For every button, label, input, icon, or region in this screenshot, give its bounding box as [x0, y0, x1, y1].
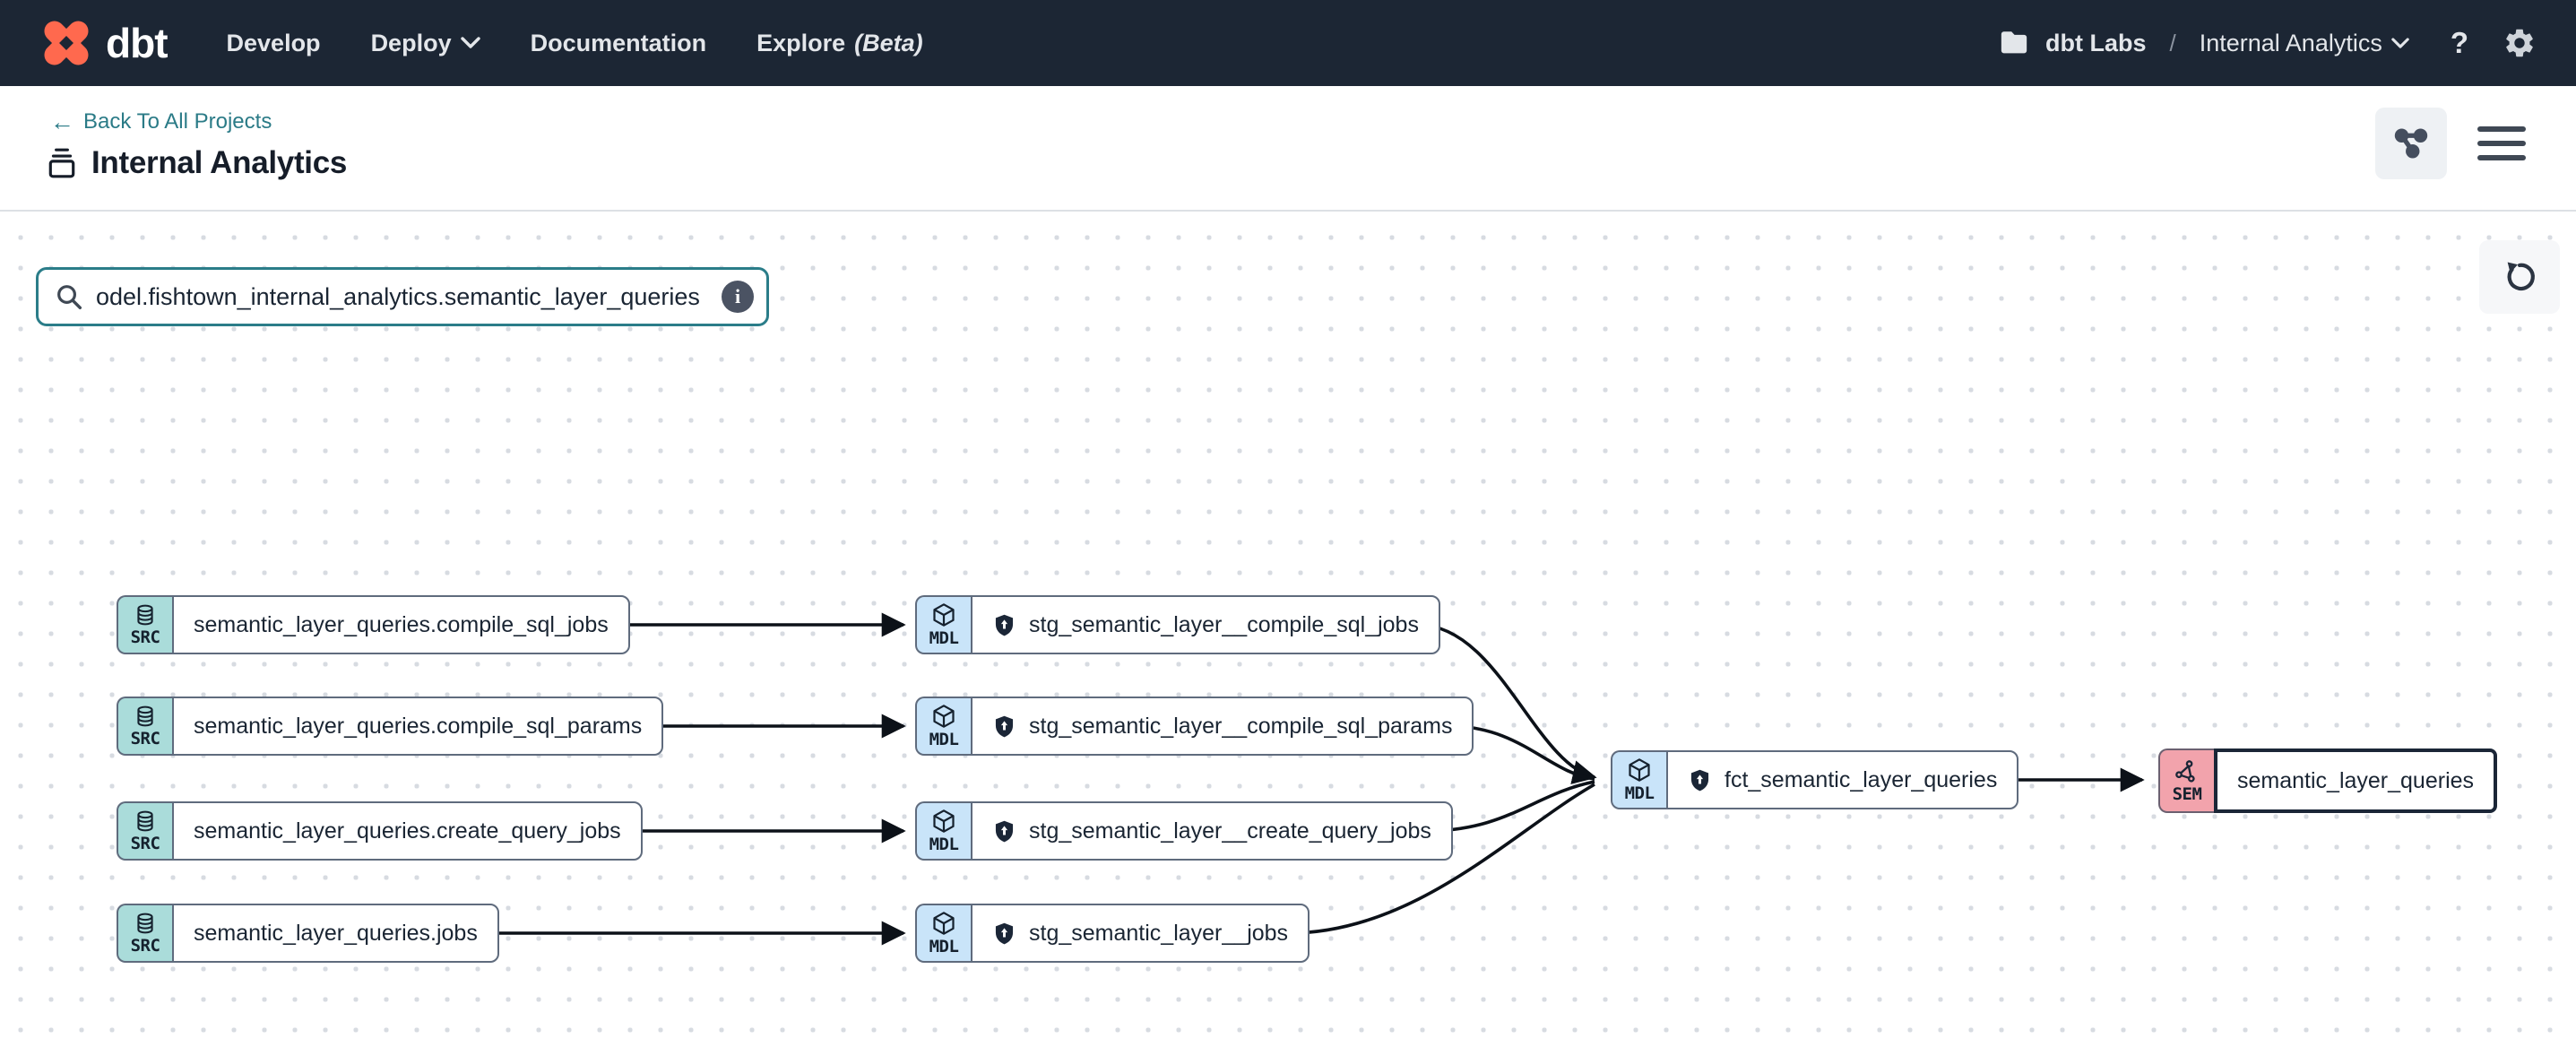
title-row: Internal Analytics [47, 145, 347, 181]
chevron-down-icon [460, 37, 480, 48]
node-body: semantic_layer_queries [2214, 748, 2498, 813]
back-arrow-icon: ← [50, 108, 74, 135]
nav-item-deploy[interactable]: Deploy [371, 30, 480, 57]
nav-item-documentation[interactable]: Documentation [530, 29, 707, 56]
chevron-down-icon [2391, 37, 2409, 48]
node-body: semantic_layer_queries.jobs [172, 904, 499, 963]
nav-item-explore[interactable]: Explore (Beta) [756, 29, 923, 56]
lineage-icon [2394, 128, 2428, 159]
node-source-compile-sql-params[interactable]: SRC semantic_layer_queries.compile_sql_p… [117, 697, 664, 756]
graph-search-box[interactable]: odel.fishtown_internal_analytics.semanti… [36, 267, 769, 326]
top-navbar: dbt Develop Deploy Documentation Explore… [0, 0, 2576, 86]
node-body: semantic_layer_queries.create_query_jobs [172, 801, 643, 861]
database-icon [137, 705, 153, 726]
node-body: semantic_layer_queries.compile_sql_param… [172, 697, 664, 756]
dbt-logo-icon [44, 21, 89, 65]
breadcrumb-separator: / [2169, 29, 2176, 56]
page-title: Internal Analytics [91, 145, 348, 180]
nav-item-develop[interactable]: Develop [226, 29, 321, 56]
lineage-view-button[interactable] [2375, 108, 2447, 179]
project-icon [48, 148, 75, 178]
src-badge: SRC [117, 595, 172, 654]
node-body: stg_semantic_layer__create_query_jobs [971, 801, 1453, 861]
node-source-compile-sql-jobs[interactable]: SRC semantic_layer_queries.compile_sql_j… [117, 595, 630, 654]
project-switcher[interactable]: Internal Analytics [2200, 30, 2409, 57]
cube-icon [1629, 757, 1650, 782]
menu-bar [2477, 126, 2526, 132]
cube-icon [933, 602, 955, 627]
menu-button[interactable] [2477, 123, 2526, 164]
node-body: fct_semantic_layer_queries [1666, 750, 2019, 809]
lineage-canvas[interactable]: odel.fishtown_internal_analytics.semanti… [0, 213, 2576, 1047]
navbar-right: dbt Labs / Internal Analytics ? [1999, 26, 2537, 60]
node-semantic-layer-queries[interactable]: SEM semantic_layer_queries [2158, 748, 2498, 813]
search-input[interactable]: odel.fishtown_internal_analytics.semanti… [96, 282, 700, 310]
back-to-projects-link[interactable]: ← Back To All Projects [50, 108, 272, 135]
help-button[interactable]: ? [2450, 26, 2468, 59]
page-header: ← Back To All Projects Internal Analytic… [0, 86, 2576, 212]
gear-icon [2506, 29, 2533, 57]
sem-badge: SEM [2158, 748, 2214, 813]
account-name[interactable]: dbt Labs [2044, 29, 2147, 56]
cube-icon [933, 704, 955, 728]
node-stg-compile-sql-params[interactable]: MDL stg_semantic_layer__compile_sql_para… [915, 697, 1474, 756]
menu-bar [2477, 155, 2526, 160]
node-source-jobs[interactable]: SRC semantic_layer_queries.jobs [117, 904, 499, 963]
src-badge: SRC [117, 697, 172, 756]
cube-icon [933, 911, 955, 935]
node-stg-jobs[interactable]: MDL stg_semantic_layer__jobs [915, 904, 1310, 963]
header-actions [2375, 108, 2526, 179]
reset-icon [2507, 262, 2535, 291]
mdl-badge: MDL [915, 595, 971, 654]
semantic-model-icon [2175, 759, 2195, 783]
mdl-badge: MDL [1611, 750, 1666, 809]
database-icon [137, 604, 153, 625]
menu-bar [2477, 141, 2526, 146]
folder-icon [2001, 31, 2027, 54]
dbt-logo[interactable]: dbt [39, 16, 169, 70]
node-body: stg_semantic_layer__compile_sql_params [971, 697, 1474, 756]
mdl-badge: MDL [915, 697, 971, 756]
database-icon [137, 810, 153, 831]
shield-icon [995, 922, 1014, 944]
reset-view-button[interactable] [2479, 240, 2560, 314]
node-body: stg_semantic_layer__jobs [971, 904, 1310, 963]
node-body: semantic_layer_queries.compile_sql_jobs [172, 595, 630, 654]
shield-icon [995, 715, 1014, 737]
src-badge: SRC [117, 904, 172, 963]
brand-wordmark: dbt [106, 20, 169, 66]
nav-menu: Develop Deploy Documentation Explore (Be… [227, 30, 923, 57]
cube-icon [933, 809, 955, 833]
mdl-badge: MDL [915, 904, 971, 963]
database-icon [137, 913, 153, 933]
settings-button[interactable] [2503, 26, 2537, 60]
node-fct-semantic-layer-queries[interactable]: MDL fct_semantic_layer_queries [1611, 750, 2019, 809]
shield-icon [995, 820, 1014, 842]
search-icon [57, 285, 82, 310]
info-icon[interactable]: i [722, 281, 754, 313]
shield-icon [995, 614, 1014, 636]
node-stg-create-query-jobs[interactable]: MDL stg_semantic_layer__create_query_job… [915, 801, 1453, 861]
node-body: stg_semantic_layer__compile_sql_jobs [971, 595, 1440, 654]
beta-tag: (Beta) [854, 29, 923, 56]
node-source-create-query-jobs[interactable]: SRC semantic_layer_queries.create_query_… [117, 801, 643, 861]
shield-icon [1690, 769, 1709, 791]
mdl-badge: MDL [915, 801, 971, 861]
node-stg-compile-sql-jobs[interactable]: MDL stg_semantic_layer__compile_sql_jobs [915, 595, 1440, 654]
src-badge: SRC [117, 801, 172, 861]
